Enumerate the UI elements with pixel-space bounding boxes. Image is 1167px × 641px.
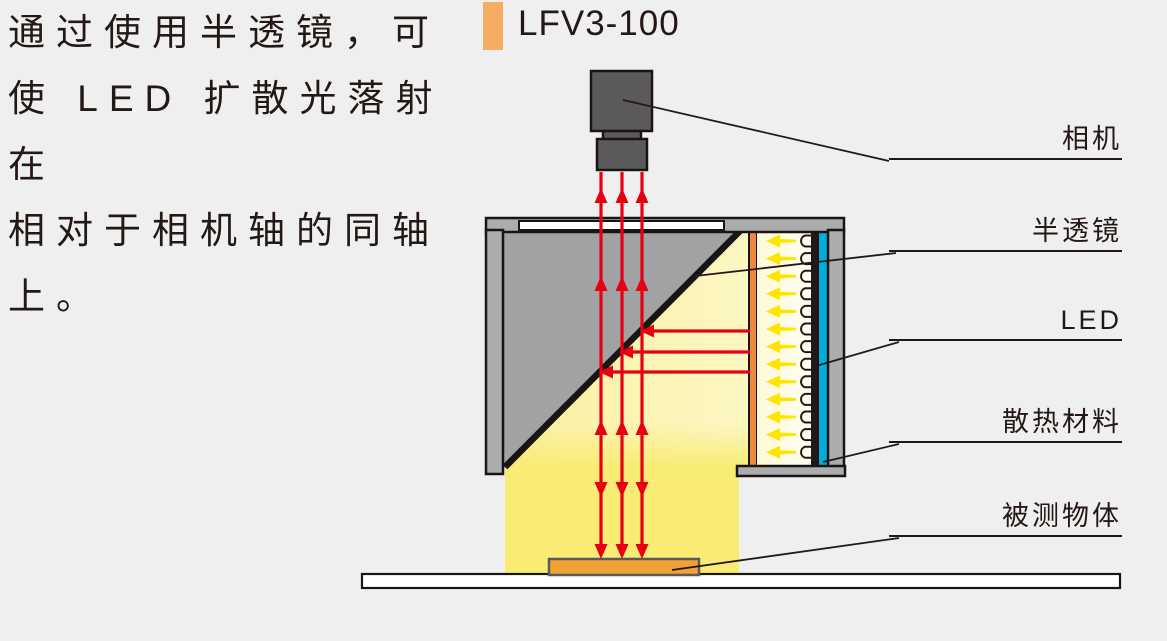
- light-path: [594, 172, 750, 559]
- label-led: LED: [889, 305, 1122, 341]
- light-path-arrowheads: [594, 188, 654, 559]
- description-line: 通过使用半透镜，可: [8, 12, 440, 53]
- led-light-arrow: [766, 357, 796, 371]
- description-line: 使 LED 扩散光落射在: [8, 78, 444, 185]
- description-line: 上。: [8, 276, 104, 317]
- led-light-arrow: [766, 392, 796, 406]
- led-light-arrow: [766, 287, 796, 301]
- led-light-arrow: [766, 340, 796, 354]
- led-light-arrow: [766, 322, 796, 336]
- stage-surface: [360, 572, 1122, 590]
- object-leader-line: [671, 537, 900, 571]
- led-bulb: [800, 428, 813, 442]
- description-text: 通过使用半透镜，可 使 LED 扩散光落射在 相对于相机轴的同轴 上。: [8, 0, 478, 330]
- led-leader-line: [815, 341, 900, 367]
- diffuser-strip: [748, 230, 758, 469]
- housing-right-wall: [826, 228, 846, 472]
- led-light-arrow: [766, 269, 796, 283]
- label-camera: 相机: [889, 124, 1122, 160]
- led-light-arrow: [766, 234, 796, 248]
- camera-icon: [589, 69, 654, 172]
- led-bulb: [800, 375, 813, 389]
- camera-body: [589, 69, 654, 133]
- led-light-arrow: [766, 445, 796, 459]
- measured-object: [547, 557, 701, 577]
- housing-left-wall: [484, 228, 505, 476]
- heat-sink-leader-line: [822, 443, 900, 463]
- page-title: LFV3-100: [518, 4, 680, 43]
- label-measured-object: 被测物体: [889, 501, 1122, 537]
- half-mirror-leader-line: [694, 252, 897, 277]
- led-light-arrow: [766, 304, 796, 318]
- led-bulb: [800, 234, 813, 248]
- led-bulb: [800, 392, 813, 406]
- led-bulb: [800, 340, 813, 354]
- camera-leader-line: [622, 99, 890, 162]
- housing-bottom-bar: [735, 464, 847, 478]
- label-heat-sink: 散热材料: [889, 407, 1122, 443]
- led-bulb: [800, 445, 813, 459]
- label-half-mirror: 半透镜: [889, 216, 1122, 252]
- led-board: [811, 231, 818, 467]
- led-bulb: [800, 287, 813, 301]
- led-light-arrow: [766, 375, 796, 389]
- led-light-arrows: [766, 234, 796, 459]
- camera-lens-barrel: [595, 137, 649, 172]
- led-bulb: [800, 304, 813, 318]
- title-bullet-icon: [483, 2, 503, 50]
- led-bulb: [800, 322, 813, 336]
- description-line: 相对于相机轴的同轴: [8, 210, 440, 251]
- led-bulb: [800, 410, 813, 424]
- led-light-arrow: [766, 252, 796, 266]
- led-bulb: [800, 357, 813, 371]
- led-array: [800, 234, 813, 459]
- led-light-arrow: [766, 428, 796, 442]
- label-leader-lines: [622, 99, 900, 571]
- led-light-arrow: [766, 410, 796, 424]
- led-bulb: [800, 269, 813, 283]
